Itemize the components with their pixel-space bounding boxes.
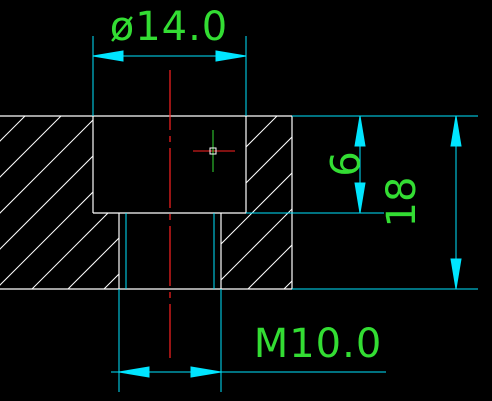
hatch-line — [246, 116, 278, 148]
dim-text-plate-thickness: 18 — [379, 177, 425, 228]
hatch-line — [392, 0, 492, 289]
hatch-line — [0, 0, 44, 289]
hatch-line — [0, 119, 93, 214]
hatch-line — [356, 0, 492, 289]
hatch-line — [221, 213, 253, 245]
hatch-line — [464, 0, 492, 289]
hatch-line — [392, 0, 492, 289]
hatch-line — [0, 0, 44, 289]
hatch-line — [356, 0, 492, 289]
hatch-line — [287, 208, 292, 213]
dim-plate-thickness[interactable] — [292, 115, 478, 290]
hatch-line — [0, 0, 116, 289]
hatch-line — [0, 0, 44, 289]
hatch-line — [320, 0, 492, 289]
dim-counterbore-diameter[interactable] — [92, 36, 247, 116]
dim-text-counterbore-depth: 9 — [320, 151, 366, 176]
dim-thread-size[interactable] — [111, 289, 386, 392]
thread-minor-lines — [125, 213, 215, 289]
part-outline — [0, 115, 293, 290]
hatch-line — [0, 0, 116, 289]
hatch-line — [212, 0, 492, 289]
hatch-line — [464, 0, 492, 289]
hatch-line — [0, 0, 116, 289]
hatch-line — [356, 0, 492, 289]
dim-text-counterbore-diameter: ø14.0 — [110, 4, 229, 50]
hatch-line — [93, 237, 119, 265]
hatch-line — [0, 116, 26, 142]
hatch-line — [246, 136, 292, 184]
dim-text-thread-size: M10.0 — [254, 321, 383, 367]
hatch-line — [0, 191, 93, 286]
hatch-line — [320, 0, 492, 289]
hatch-line — [0, 0, 116, 289]
hatch-line — [392, 0, 492, 289]
dim-counterbore-depth[interactable] — [246, 115, 384, 214]
hatch-line — [221, 213, 289, 281]
hatch-line — [31, 227, 93, 289]
hatch-line — [0, 155, 93, 250]
hatch-line — [320, 0, 492, 289]
hatch-line — [356, 0, 492, 289]
hatch-line — [320, 0, 492, 289]
crosshair-pickbox-icon[interactable] — [193, 130, 235, 172]
hatch-line — [464, 0, 492, 289]
hatch-line — [0, 116, 62, 178]
hatch-line — [392, 0, 492, 289]
section-hatch — [0, 0, 492, 289]
hatch-line — [212, 0, 492, 289]
hatch-line — [464, 0, 492, 289]
hatch-line — [0, 0, 44, 289]
